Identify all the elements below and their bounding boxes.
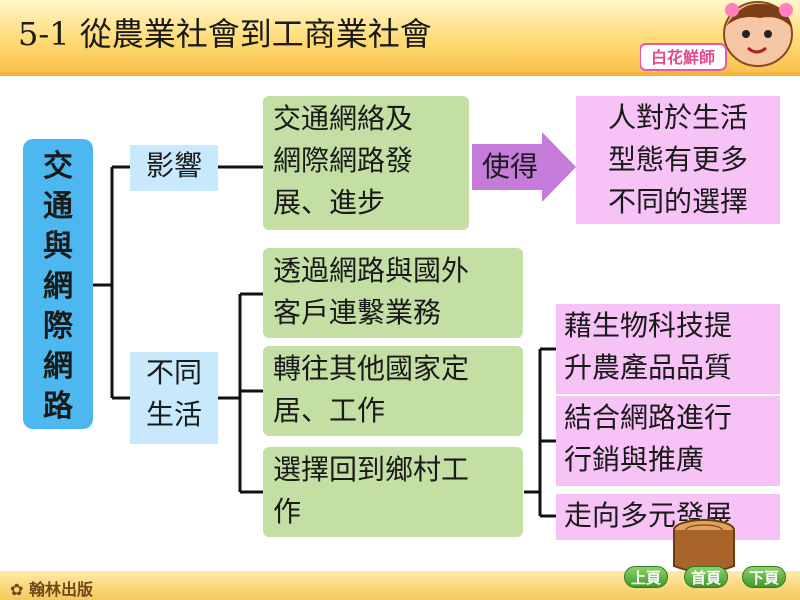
prev-page-button[interactable]: 上頁 bbox=[624, 566, 669, 588]
life-item-line2: 居、工作 bbox=[273, 394, 386, 427]
rural-item-line2: 升農產品品質 bbox=[564, 351, 733, 384]
influence-item-line2: 網際網路發 bbox=[273, 144, 414, 177]
life-item-rural: 選擇回到鄉村工 作 bbox=[263, 447, 523, 537]
root-label-text: 交通與網際網路 bbox=[43, 149, 73, 424]
header-divider bbox=[0, 72, 800, 76]
svg-text:白花鮮師: 白花鮮師 bbox=[651, 48, 715, 67]
influence-item-line3: 展、進步 bbox=[273, 186, 386, 219]
next-page-button[interactable]: 下頁 bbox=[742, 566, 787, 588]
branch-different-life: 不同 生活 bbox=[130, 352, 218, 444]
life-item-line1: 透過網路與國外 bbox=[273, 254, 470, 287]
root-label: 交通與網際網路 bbox=[23, 147, 93, 427]
arrow-right-icon bbox=[472, 132, 576, 202]
result-line2: 型態有更多 bbox=[607, 143, 748, 176]
arrow-label: 使得 bbox=[482, 150, 539, 183]
result-line1: 人對於生活 bbox=[607, 101, 748, 134]
rural-item-line1: 藉生物科技提 bbox=[564, 309, 733, 342]
life-item-line1: 選擇回到鄉村工 bbox=[273, 453, 470, 486]
life-item-relocate: 轉往其他國家定 居、工作 bbox=[263, 346, 523, 436]
rural-item-marketing: 結合網路進行 行銷與推廣 bbox=[556, 396, 780, 486]
rural-item-line1: 結合網路進行 bbox=[564, 401, 733, 434]
influence-item-line1: 交通網絡及 bbox=[273, 102, 414, 135]
branch-life-line2: 生活 bbox=[145, 398, 202, 431]
mascot-logo-text: 白花鮮師 bbox=[640, 43, 727, 71]
result-box: 人對於生活 型態有更多 不同的選擇 bbox=[576, 96, 780, 224]
mascot-logo-icon: 白花鮮師 bbox=[640, 1, 793, 71]
life-item-line2: 作 bbox=[273, 495, 302, 528]
home-button[interactable]: 首頁 bbox=[684, 566, 729, 588]
life-item-line2: 客戶連繫業務 bbox=[273, 296, 442, 329]
publisher-logo-icon: ✿ bbox=[10, 580, 24, 599]
life-item-line1: 轉往其他國家定 bbox=[273, 352, 470, 385]
branch-influence-label: 影響 bbox=[145, 149, 202, 182]
branch-life-line1: 不同 bbox=[145, 356, 202, 389]
rural-item-line2: 行銷與推廣 bbox=[564, 443, 705, 476]
page-title: 5-1 從農業社會到工商業社會 bbox=[18, 15, 432, 53]
publisher-label: ✿ 翰林出版 bbox=[10, 576, 93, 600]
publisher-name: 翰林出版 bbox=[28, 580, 93, 599]
tree-stump-icon bbox=[673, 519, 735, 573]
life-item-overseas: 透過網路與國外 客戶連繫業務 bbox=[263, 248, 523, 338]
result-line3: 不同的選擇 bbox=[607, 185, 748, 218]
branch-influence: 影響 bbox=[130, 145, 218, 191]
influence-item: 交通網絡及 網際網路發 展、進步 bbox=[263, 96, 469, 230]
rural-item-biotech: 藉生物科技提 升農產品品質 bbox=[556, 304, 780, 394]
root-node: 交通與網際網路 bbox=[23, 139, 93, 429]
